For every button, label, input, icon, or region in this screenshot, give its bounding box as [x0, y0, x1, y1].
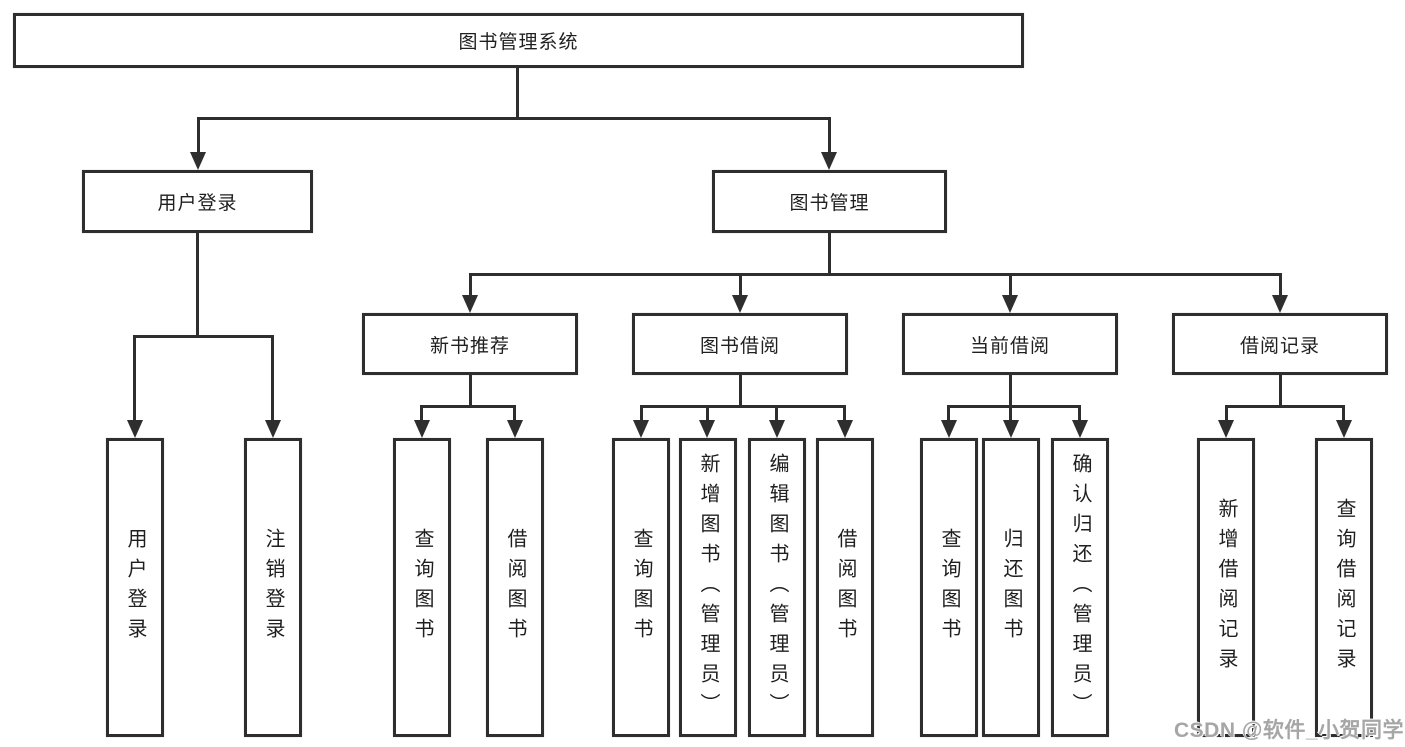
node-label: 用户登录 [124, 527, 146, 648]
arrow-down-icon [127, 420, 143, 438]
arrow-down-icon [941, 420, 957, 438]
node-current-borrowing: 当前借阅 [902, 313, 1118, 375]
arrow-down-icon [1072, 420, 1088, 438]
connector-line [420, 405, 516, 408]
node-label: 新增借阅记录 [1215, 497, 1237, 678]
csdn-watermark: CSDN @软件_小贺同学 [1174, 719, 1404, 742]
node-label: 借阅图书 [834, 527, 856, 648]
connector-line [1009, 405, 1012, 422]
node-label: 借阅记录 [1239, 335, 1320, 357]
connector-line [469, 273, 472, 298]
leaf-return-books: 归还图书 [982, 438, 1040, 737]
connector-line [739, 273, 742, 298]
leaf-add-borrow-record: 新增借阅记录 [1197, 438, 1255, 737]
node-library-management-system: 图书管理系统 [13, 13, 1024, 68]
leaf-user-login: 用户登录 [106, 438, 164, 737]
node-label: 当前借阅 [969, 335, 1050, 357]
node-label: 图书管理系统 [458, 32, 579, 53]
connector-line [1009, 273, 1012, 298]
leaf-borrow-books: 借阅图书 [816, 438, 874, 737]
node-book-management: 图书管理 [712, 170, 947, 233]
connector-line [1342, 405, 1345, 422]
arrow-down-icon [1003, 420, 1019, 438]
leaf-logout: 注销登录 [244, 438, 302, 737]
connector-line [420, 405, 423, 422]
arrow-down-icon [769, 420, 785, 438]
connector-line [197, 117, 200, 154]
node-label: 编辑图书（管理员） [766, 452, 788, 723]
connector-line [828, 117, 831, 154]
node-label: 确认归还（管理员） [1069, 452, 1091, 723]
node-label: 查询图书 [411, 527, 433, 648]
connector-line [516, 68, 519, 120]
leaf-add-books-admin: 新增图书（管理员） [679, 438, 737, 737]
connector-line [1078, 405, 1081, 422]
leaf-query-books-borrow: 查询图书 [612, 438, 670, 737]
arrow-down-icon [265, 420, 281, 438]
connector-line [1279, 273, 1282, 298]
connector-line [469, 375, 472, 408]
arrow-down-icon [1336, 420, 1352, 438]
connector-line [947, 405, 1081, 408]
arrow-down-icon [414, 420, 430, 438]
node-new-book-recommendation: 新书推荐 [362, 313, 578, 375]
node-label: 查询图书 [630, 527, 652, 648]
connector-line [133, 335, 274, 338]
connector-line [1009, 375, 1012, 408]
connector-line [775, 405, 778, 422]
arrow-down-icon [1218, 420, 1234, 438]
connector-line [271, 335, 274, 421]
connector-line [640, 405, 643, 422]
node-label: 新书推荐 [429, 335, 510, 357]
leaf-query-books-current: 查询图书 [920, 438, 978, 737]
connector-line [1225, 405, 1228, 422]
connector-line [196, 233, 199, 338]
arrow-down-icon [633, 420, 649, 438]
leaf-confirm-return-admin: 确认归还（管理员） [1051, 438, 1109, 737]
arrow-down-icon [190, 152, 206, 170]
connector-line [828, 233, 831, 276]
node-label: 查询借阅记录 [1333, 497, 1355, 678]
connector-line [1225, 405, 1345, 408]
connector-line [469, 273, 1282, 276]
arrow-down-icon [462, 295, 478, 313]
node-label: 图书管理 [789, 193, 870, 214]
connector-line [947, 405, 950, 422]
node-label: 用户登录 [157, 193, 238, 214]
connector-line [706, 405, 709, 422]
node-user-login: 用户登录 [82, 170, 313, 233]
node-label: 查询图书 [938, 527, 960, 648]
connector-line [640, 405, 846, 408]
node-label: 归还图书 [1000, 527, 1022, 648]
leaf-query-books-recommend: 查询图书 [393, 438, 451, 737]
arrow-down-icon [507, 420, 523, 438]
connector-line [513, 405, 516, 422]
leaf-query-borrow-record: 查询借阅记录 [1315, 438, 1373, 737]
leaf-borrow-books-recommend: 借阅图书 [486, 438, 544, 737]
connector-line [133, 335, 136, 421]
arrow-down-icon [821, 152, 837, 170]
arrow-down-icon [837, 420, 853, 438]
arrow-down-icon [1002, 295, 1018, 313]
connector-line [1279, 375, 1282, 408]
arrow-down-icon [699, 420, 715, 438]
node-borrowing-records: 借阅记录 [1172, 313, 1388, 375]
node-label: 注销登录 [262, 527, 284, 648]
node-label: 新增图书（管理员） [697, 452, 719, 723]
connector-line [739, 375, 742, 408]
arrow-down-icon [732, 295, 748, 313]
arrow-down-icon [1272, 295, 1288, 313]
leaf-edit-books-admin: 编辑图书（管理员） [748, 438, 806, 737]
connector-line [843, 405, 846, 422]
node-label: 图书借阅 [699, 335, 780, 357]
node-label: 借阅图书 [504, 527, 526, 648]
node-book-borrowing: 图书借阅 [632, 313, 848, 375]
connector-line [197, 117, 831, 120]
